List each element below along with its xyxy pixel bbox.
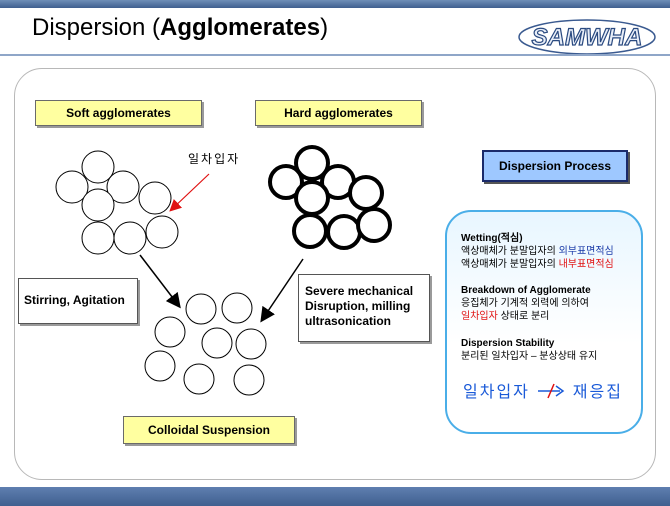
wetting-line-1: 액상매체가 분말입자의 외부표면적심 (461, 245, 614, 258)
stability-title: Dispersion Stability (461, 338, 555, 349)
soft-agglomerate-cluster (55, 150, 179, 255)
soft-to-colloid-arrow (139, 254, 181, 309)
reagg-right: 재응집 (572, 384, 623, 401)
title-bold: Agglomerates (160, 14, 321, 41)
reagglomeration-line: 일차입자 재응집 (463, 378, 623, 402)
samwha-logo: SAMWHA (518, 19, 656, 55)
stirring-label-box: Stirring, Agitation (18, 278, 138, 324)
breakdown-line-2-highlight: 일차입자 (461, 311, 498, 322)
breakdown-line-1: 응집체가 기계적 외력에 의하여 (461, 298, 589, 309)
soft-agglomerates-label: Soft agglomerates (35, 100, 202, 126)
dispersion-process-button[interactable]: Dispersion Process (482, 150, 628, 182)
primary-particle-label: 일차입자 (188, 152, 241, 166)
hard-to-colloid-arrow (260, 258, 304, 323)
wetting-line-1-prefix: 액상매체가 분말입자의 (461, 246, 559, 257)
severe-line-3: ultrasonication (305, 314, 392, 328)
breakdown-line-2-suffix: 상태로 분리 (497, 311, 550, 322)
title-normal: Dispersion ( (32, 14, 161, 41)
crossed-arrow-icon (538, 383, 565, 399)
wetting-line-1-highlight: 외부표면적심 (558, 246, 614, 257)
stirring-label: Stirring, Agitation (24, 293, 125, 307)
slide-title: Dispersion (Agglomerates) (32, 14, 328, 42)
dispersed-particles (144, 292, 267, 396)
hard-agglomerate-cluster (268, 145, 392, 250)
top-bar (0, 0, 670, 8)
breakdown-line-2: 일차입자 상태로 분리 (461, 310, 549, 323)
info-box (445, 210, 643, 434)
bottom-bar (0, 487, 670, 506)
breakdown-title: Breakdown of Agglomerate (461, 285, 591, 296)
reagg-left: 일차입자 (463, 384, 530, 401)
severe-line-2: Disruption, milling (305, 299, 411, 313)
wetting-line-2-prefix: 액상매체가 분말입자의 (461, 259, 559, 270)
wetting-line-2: 액상매체가 분말입자의 내부표면적심 (461, 258, 614, 271)
wetting-title: Wetting(적심) (461, 233, 523, 244)
severe-mechanical-box: Severe mechanical Disruption, milling ul… (298, 274, 430, 342)
red-pointer-arrow (169, 173, 210, 212)
stability-line-1: 분리된 일차입자 – 분상상태 유지 (461, 351, 598, 362)
wetting-line-2-highlight: 내부표면적심 (558, 259, 614, 270)
title-divider (0, 54, 670, 56)
hard-agglomerates-label: Hard agglomerates (255, 100, 422, 126)
colloidal-suspension-label: Colloidal Suspension (123, 416, 295, 444)
severe-line-1: Severe mechanical (305, 284, 414, 298)
svg-text:SAMWHA: SAMWHA (532, 24, 643, 51)
title-close: ) (320, 14, 329, 41)
